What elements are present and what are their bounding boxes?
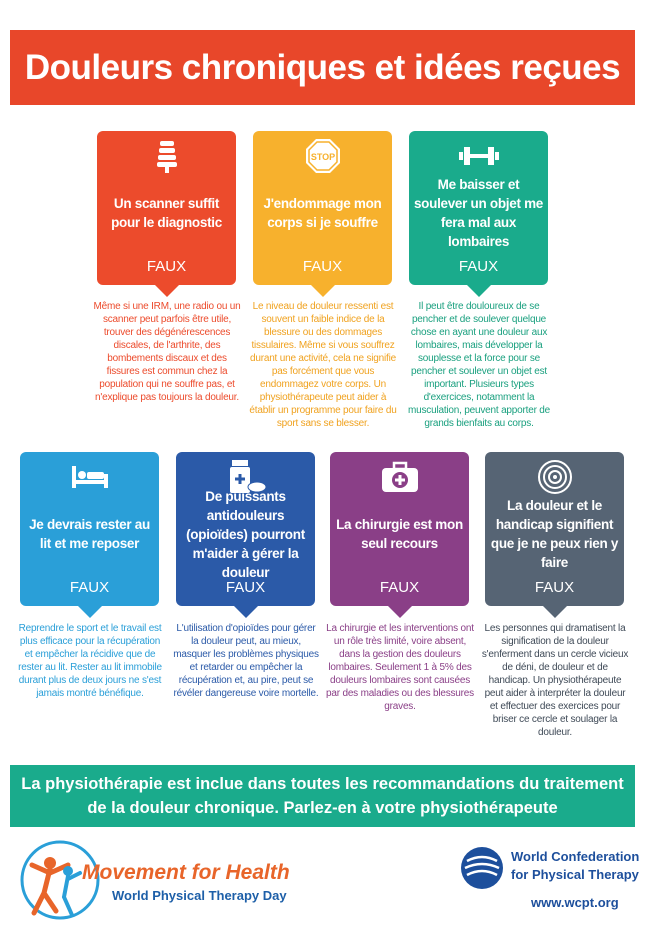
myth-title: La douleur et le handicap signifient que… [490,498,619,570]
verdict-label: FAUX [534,579,575,596]
myth-title: De puissants antidouleurs (opioïdes) pou… [186,488,305,580]
myth-explanation: L'utilisation d'opioïdes pour gérer la d… [173,623,319,699]
page-title: Douleurs chroniques et idées reçues [10,30,635,105]
verdict-label: FAUX [146,258,187,275]
myth-title: Un scanner suffit pour le diagnostic [111,196,222,230]
myth-explanation: Même si une IRM, une radio ou un scanner… [93,301,241,403]
verdict-label: FAUX [379,579,420,596]
medicine-bottle-icon [176,460,315,494]
myth-explanation: La chirurgie et les interventions ont un… [326,623,474,712]
wcpt-logo: World Confederation for Physical Therapy… [455,843,640,923]
bottom-message: La physiothérapie est inclue dans toutes… [10,765,635,827]
svg-text:STOP: STOP [310,152,334,162]
myth-title: J'endommage mon corps si je souffre [263,196,382,230]
myth-title: La chirurgie est mon seul recours [336,517,463,551]
bed-icon [20,460,159,494]
verdict-label: FAUX [69,579,110,596]
myth-title: Me baisser et soulever un objet me fera … [413,177,544,249]
verdict-label: FAUX [302,258,343,275]
dancing-figures-icon [20,840,100,920]
dumbbell-icon [409,139,548,173]
mfh-subtitle: World Physical Therapy Day [112,888,287,903]
first-aid-kit-icon [330,460,469,494]
myth-explanation: Reprendre le sport et le travail est plu… [18,623,162,699]
wcpt-globe-icon [461,847,503,889]
myth-title: Je devrais rester au lit et me reposer [29,517,150,551]
stop-sign-icon: STOP [253,139,392,173]
myth-card: De puissants antidouleurs (opioïdes) pou… [176,452,315,618]
wcpt-url[interactable]: www.wcpt.org [531,895,619,910]
myth-explanation: Les personnes qui dramatisent la signifi… [481,623,629,738]
concentric-circles-icon [485,460,624,494]
myth-card: La douleur et le handicap signifient que… [485,452,624,618]
movement-for-health-logo: Movement for Health World Physical Thera… [20,835,330,925]
myth-card: Me baisser et soulever un objet me fera … [409,131,548,297]
verdict-label: FAUX [458,258,499,275]
wcpt-name: World Confederation for Physical Therapy [511,849,640,882]
mfh-title: Movement for Health [82,861,290,884]
verdict-label: FAUX [225,579,266,596]
spine-icon [97,139,236,173]
myth-explanation: Il peut être douloureux de se pencher et… [407,301,551,429]
myth-explanation: Le niveau de douleur ressenti est souven… [249,301,397,429]
